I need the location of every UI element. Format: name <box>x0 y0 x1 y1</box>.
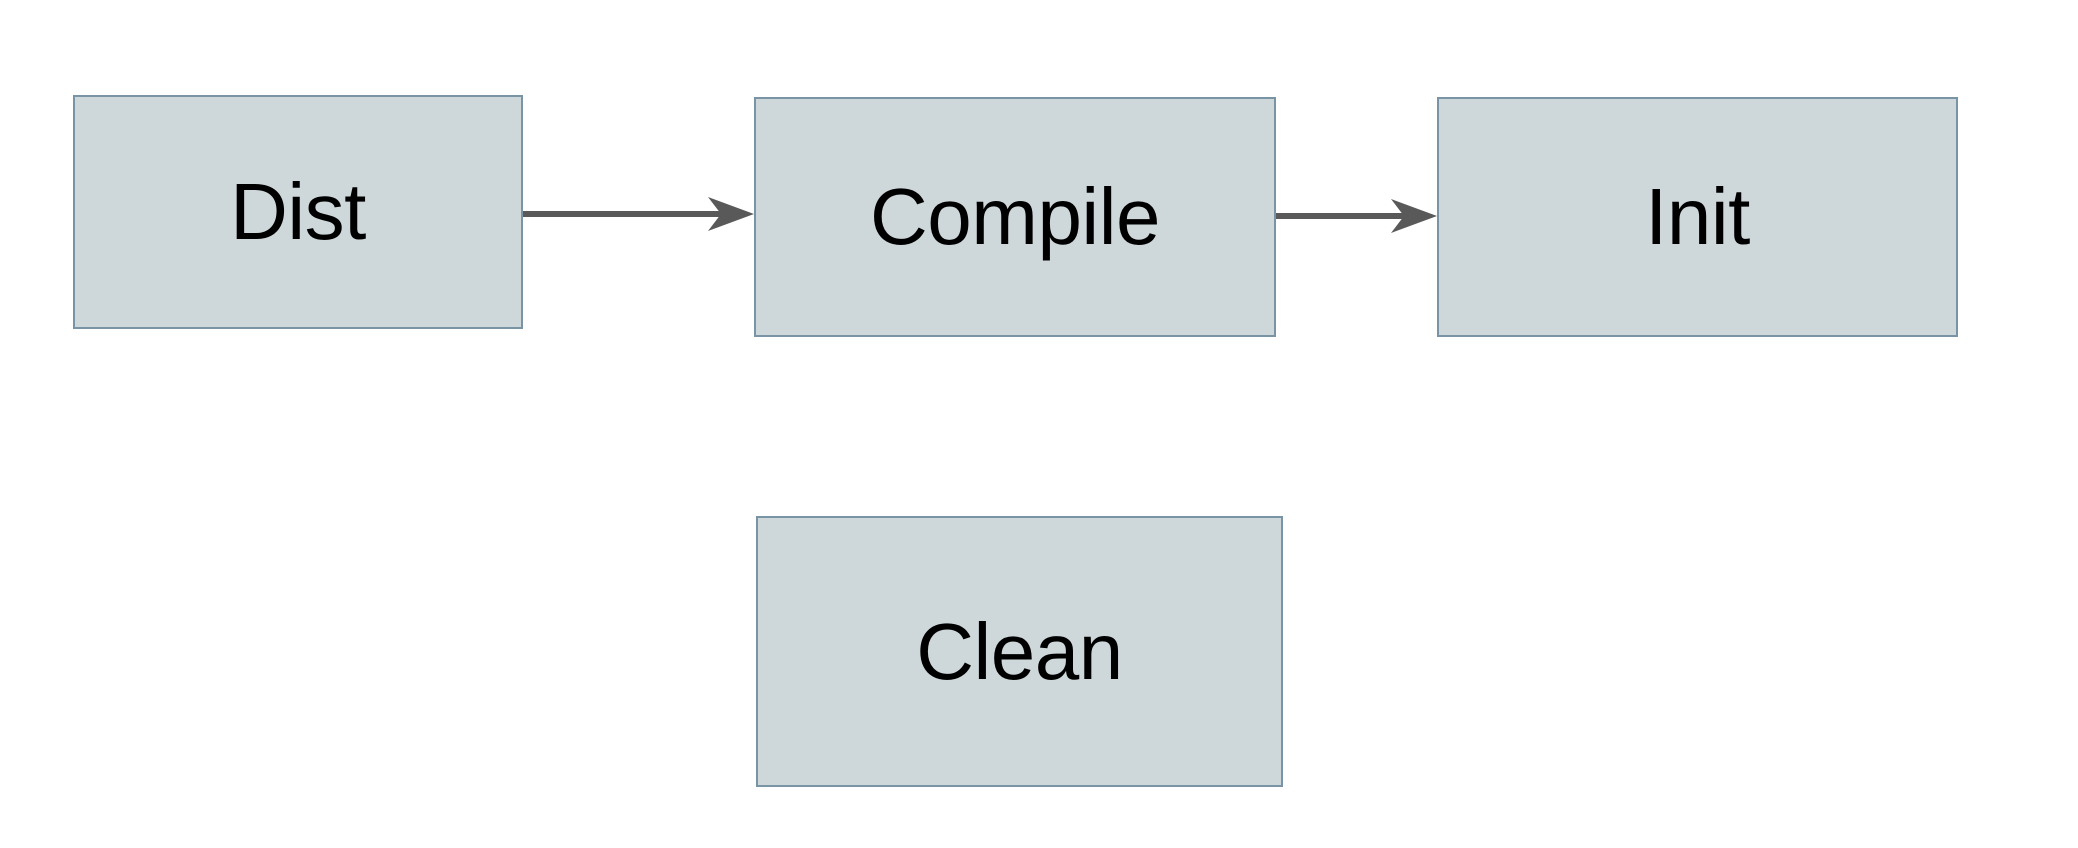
edge-compile-to-init[interactable] <box>1236 176 1477 256</box>
node-label-clean: Clean <box>916 606 1123 696</box>
node-label-dist: Dist <box>230 167 366 256</box>
node-dist[interactable]: Dist <box>73 95 523 329</box>
node-init[interactable]: Init <box>1437 97 1958 337</box>
node-label-compile: Compile <box>870 172 1160 261</box>
node-clean[interactable]: Clean <box>756 516 1283 787</box>
edge-dist-to-compile[interactable] <box>483 174 794 254</box>
node-label-init: Init <box>1645 172 1750 261</box>
node-compile[interactable]: Compile <box>754 97 1276 337</box>
